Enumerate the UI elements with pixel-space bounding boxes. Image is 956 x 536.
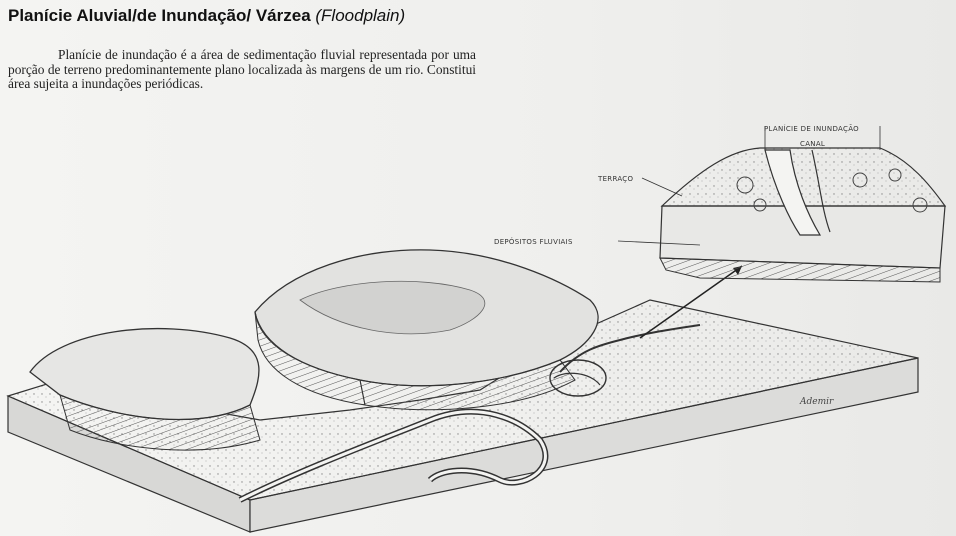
artist-signature: Ademir [799,397,834,407]
inset-detail-block [660,126,945,282]
label-floodplain: PLANÍCIE DE INUNDAÇÃO [764,124,859,133]
label-deposits: DEPÓSITOS FLUVIAIS [494,237,573,246]
right-plateau [255,250,598,410]
label-terrace: TERRAÇO [597,175,633,183]
label-channel: CANAL [800,140,825,148]
